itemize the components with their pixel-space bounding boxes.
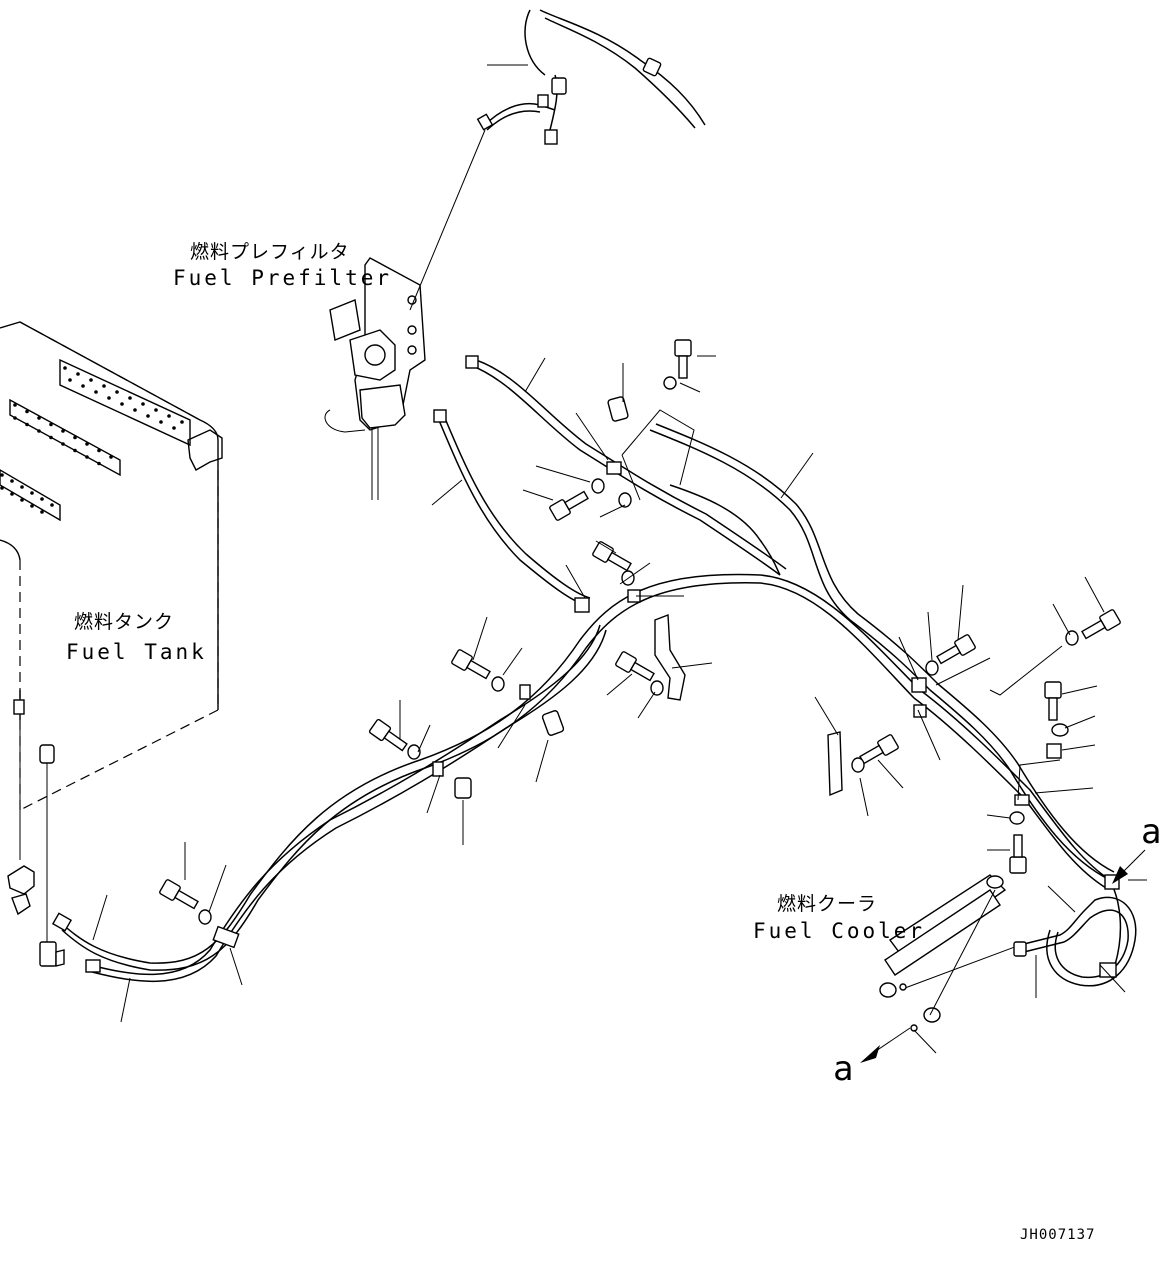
- fuel-prefilter-label-en: Fuel Prefilter: [173, 266, 393, 290]
- fasteners: [159, 339, 1121, 925]
- top-plate: [59, 358, 191, 447]
- perforation-dot: [73, 448, 77, 453]
- fuel-hoses: [59, 359, 1137, 987]
- perforation-dot: [154, 408, 158, 412]
- perforation-dot: [37, 416, 41, 420]
- perforation-dot: [85, 442, 89, 446]
- hose-clamps: [51, 355, 1120, 978]
- perforation-dot: [141, 402, 145, 406]
- perforation-dot: [172, 426, 176, 430]
- fuel-prefilter: [324, 257, 426, 500]
- perforation-dot: [73, 435, 77, 440]
- perforation-dot: [40, 510, 44, 514]
- perforation-dot: [102, 384, 106, 388]
- view-marker-a-top: a: [1141, 812, 1162, 852]
- perforation-dot: [81, 384, 85, 388]
- view-marker-a-bottom: a: [833, 1049, 854, 1089]
- perforation-dot: [50, 503, 54, 507]
- perforation-dot: [13, 403, 17, 407]
- perforation-dot: [133, 408, 137, 412]
- perforation-dot: [115, 390, 119, 394]
- fuel-cooler-label-jp: 燃料クーラ: [777, 893, 878, 915]
- drawing-code: JH007137: [1020, 1227, 1096, 1243]
- perforation-dot: [94, 390, 98, 394]
- perforation-dot: [167, 414, 171, 418]
- perforation-dot: [146, 414, 150, 418]
- perforation-dot: [0, 486, 4, 490]
- tank-outlet-fittings: [7, 744, 65, 967]
- fuel-cooler: [879, 874, 1027, 1032]
- perforation-dot: [40, 497, 44, 501]
- perforation-dot: [25, 422, 29, 427]
- perforation-dot: [37, 429, 41, 433]
- perforation-dot: [85, 455, 89, 459]
- perforation-dot: [10, 479, 14, 483]
- perforation-dot: [20, 498, 24, 502]
- perforation-dot: [49, 422, 53, 427]
- perforation-dot: [107, 396, 111, 400]
- perforation-dot: [159, 420, 163, 424]
- fuel-tank-label-jp: 燃料タンク: [74, 611, 175, 633]
- perforation-dot: [120, 402, 124, 406]
- perforation-dot: [13, 416, 17, 420]
- perforation-dot: [180, 420, 184, 424]
- view-arrow-a-bottom: [860, 1027, 911, 1063]
- perforation-dot: [128, 396, 132, 400]
- view-arrow-a-top: [1112, 849, 1146, 884]
- perforation-dot: [97, 461, 101, 466]
- leader-lines: [92, 64, 1147, 1054]
- fuel-tank-label-en: Fuel Tank: [66, 640, 207, 664]
- perforation-dot: [20, 485, 24, 489]
- perforation-dot: [25, 409, 29, 414]
- perforation-dot: [30, 491, 34, 495]
- perforation-dot: [68, 378, 72, 382]
- perforation-dot: [61, 442, 65, 446]
- perforation-dot: [76, 372, 80, 376]
- perforation-dot: [49, 435, 53, 440]
- perforation-dot: [0, 473, 4, 477]
- perforation-dot: [97, 448, 101, 453]
- perforation-dot: [63, 366, 67, 370]
- perforation-dot: [109, 455, 113, 459]
- fuel-cooler-label-en: Fuel Cooler: [753, 919, 926, 943]
- fuel-tank: [0, 321, 223, 860]
- perforation-dot: [89, 378, 93, 382]
- perforation-dot: [30, 504, 34, 508]
- top-fuel-lines: [409, 9, 706, 311]
- fuel-prefilter-label-jp: 燃料プレフィルタ: [190, 241, 350, 263]
- perforation-dot: [61, 429, 65, 433]
- perforation-dot: [10, 492, 14, 496]
- tank-perforations: [0, 366, 184, 514]
